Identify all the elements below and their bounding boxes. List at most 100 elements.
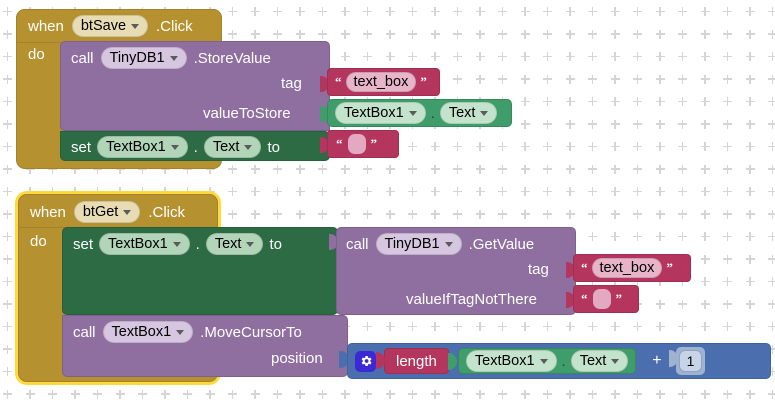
- chevron-down-icon[interactable]: [444, 241, 453, 247]
- text-value-field-empty[interactable]: [347, 134, 366, 154]
- text-block-textbox-tag-2[interactable]: “ text_box ”: [573, 254, 691, 282]
- chevron-down-icon[interactable]: [480, 110, 489, 116]
- component-dropdown-textbox1[interactable]: TextBox1: [102, 321, 194, 343]
- getter-textbox1-text-2[interactable]: TextBox1 . Text: [457, 348, 637, 374]
- math-addition-block[interactable]: length TextBox1 . Text + 1: [347, 343, 771, 379]
- gear-icon[interactable]: [355, 350, 376, 372]
- event-btsave-header: when btSave .Click: [28, 15, 193, 37]
- arg-label-valuetostore: valueToStore: [203, 105, 291, 122]
- component-dropdown-btsave[interactable]: btSave: [71, 15, 149, 37]
- dot-separator: .: [561, 352, 566, 370]
- component-dropdown-tinydb1[interactable]: TinyDB1: [100, 47, 187, 69]
- socket-length-inner: [447, 352, 457, 370]
- to-label: to: [267, 138, 280, 156]
- chevron-down-icon[interactable]: [172, 241, 181, 247]
- do-label-btget: do: [30, 233, 47, 250]
- call-getvalue-header: call TinyDB1 .GetValue: [346, 233, 534, 255]
- component-dropdown-textbox1[interactable]: TextBox1: [465, 350, 557, 372]
- set-label: set: [73, 235, 94, 253]
- length-label: length: [396, 352, 437, 370]
- chevron-down-icon[interactable]: [539, 358, 548, 364]
- property-name: Text: [214, 236, 242, 252]
- property-dropdown-text[interactable]: Text: [205, 233, 264, 255]
- text-value-field[interactable]: text_box: [345, 72, 417, 92]
- method-name: .StoreValue: [193, 49, 271, 67]
- chevron-down-icon[interactable]: [246, 241, 255, 247]
- call-label: call: [73, 323, 96, 341]
- component-dropdown-textbox1[interactable]: TextBox1: [97, 136, 188, 158]
- dot-separator: .: [195, 235, 200, 253]
- component-name: TinyDB1: [384, 236, 440, 252]
- open-quote: “: [581, 260, 588, 275]
- number-block[interactable]: 1: [675, 347, 706, 375]
- when-label: when: [30, 203, 66, 221]
- operator-plus: +: [652, 352, 662, 369]
- component-name: TextBox1: [108, 236, 168, 252]
- close-quote: ”: [666, 260, 673, 275]
- set-textbox1-text-2-row: set TextBox1 . Text to: [73, 233, 282, 255]
- socket-set-value-1: [320, 137, 329, 153]
- open-quote: “: [581, 291, 588, 306]
- chevron-down-icon[interactable]: [176, 329, 185, 335]
- component-dropdown-tinydb1[interactable]: TinyDB1: [375, 233, 462, 255]
- chevron-down-icon[interactable]: [408, 110, 417, 116]
- socket-position: [339, 351, 349, 368]
- arg-label-tag: tag: [281, 75, 302, 92]
- text-block-empty-2[interactable]: “ ”: [573, 285, 639, 313]
- open-quote: “: [336, 136, 343, 151]
- socket-set-value-2: [329, 234, 338, 250]
- arg-label-valueiftagnotthere: valueIfTagNotThere: [406, 291, 537, 308]
- event-name: .Click: [148, 203, 185, 221]
- text-value-field-empty[interactable]: [592, 289, 611, 309]
- text-block-empty-1[interactable]: “ ”: [327, 130, 399, 158]
- socket-length-operand-left: [376, 352, 385, 369]
- chevron-down-icon[interactable]: [123, 209, 132, 215]
- component-name: TextBox1: [344, 105, 404, 121]
- property-name: Text: [212, 139, 240, 155]
- component-dropdown-textbox1[interactable]: TextBox1: [335, 102, 426, 124]
- text-block-textbox-tag[interactable]: “ text_box ”: [327, 68, 440, 96]
- chevron-down-icon[interactable]: [131, 23, 140, 29]
- event-btget-header: when btGet .Click: [30, 201, 185, 223]
- when-label: when: [28, 17, 64, 35]
- call-movecursorto-header: call TextBox1 .MoveCursorTo: [73, 321, 302, 343]
- length-block[interactable]: length: [384, 348, 449, 374]
- chevron-down-icon[interactable]: [170, 144, 179, 150]
- socket-valueiftagnotthere: [566, 292, 575, 308]
- property-dropdown-text[interactable]: Text: [203, 136, 262, 158]
- close-quote: ”: [615, 291, 623, 306]
- dot-separator: .: [193, 138, 198, 156]
- socket-valuetostore: [320, 106, 329, 122]
- to-label: to: [269, 235, 282, 253]
- component-name: TextBox1: [106, 139, 166, 155]
- socket-tag-2: [566, 262, 575, 278]
- method-name: .MoveCursorTo: [200, 323, 302, 341]
- component-name: TinyDB1: [109, 50, 165, 66]
- property-name: Text: [579, 353, 607, 369]
- component-dropdown-btget[interactable]: btGet: [73, 201, 141, 223]
- property-dropdown-text[interactable]: Text: [570, 350, 629, 372]
- dot-separator: .: [430, 104, 435, 122]
- close-quote: ”: [420, 74, 427, 89]
- arg-label-tag-2: tag: [528, 261, 549, 278]
- text-value-field[interactable]: text_box: [591, 258, 663, 278]
- component-dropdown-textbox1[interactable]: TextBox1: [99, 233, 190, 255]
- call-storevalue-header: call TinyDB1 .StoreValue: [71, 47, 271, 69]
- set-label: set: [71, 138, 92, 156]
- property-dropdown-text[interactable]: Text: [439, 102, 498, 124]
- method-name: .GetValue: [468, 235, 535, 253]
- close-quote: ”: [370, 136, 378, 151]
- getter-textbox1-text-1[interactable]: TextBox1 . Text: [327, 99, 512, 127]
- number-value-field[interactable]: 1: [678, 350, 703, 372]
- component-name: btSave: [80, 18, 127, 34]
- component-name: btGet: [82, 204, 119, 220]
- call-label: call: [71, 49, 94, 67]
- chevron-down-icon[interactable]: [169, 55, 178, 61]
- property-name: Text: [448, 105, 476, 121]
- chevron-down-icon[interactable]: [244, 144, 253, 150]
- component-name: TextBox1: [111, 324, 172, 340]
- call-label: call: [346, 235, 369, 253]
- chevron-down-icon[interactable]: [611, 358, 620, 364]
- socket-number-operand: [668, 350, 678, 367]
